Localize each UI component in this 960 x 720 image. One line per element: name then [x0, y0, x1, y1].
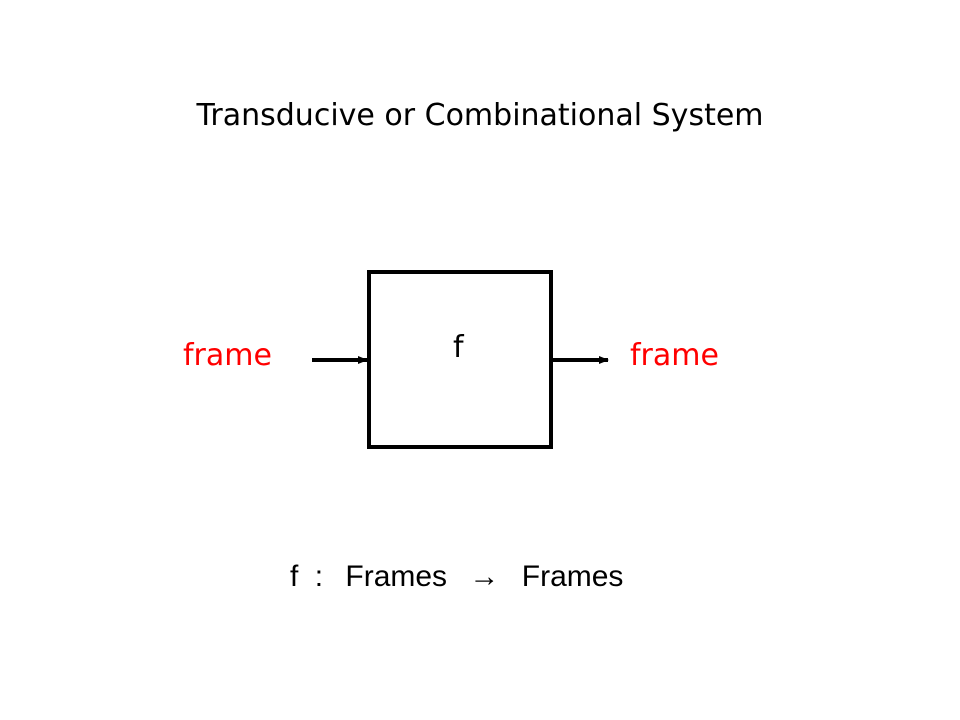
- input-label: frame: [183, 338, 272, 373]
- function-signature: f : Frames → Frames: [290, 560, 623, 594]
- signature-arrow: →: [469, 560, 500, 593]
- function-box-label: f: [453, 330, 464, 365]
- signature-function: f: [290, 560, 299, 593]
- signature-codomain: Frames: [521, 560, 624, 593]
- signature-colon: :: [314, 560, 324, 593]
- function-box: [367, 270, 553, 449]
- output-label: frame: [630, 338, 719, 373]
- slide-title: Transducive or Combinational System: [196, 98, 764, 133]
- signature-domain: Frames: [345, 560, 448, 593]
